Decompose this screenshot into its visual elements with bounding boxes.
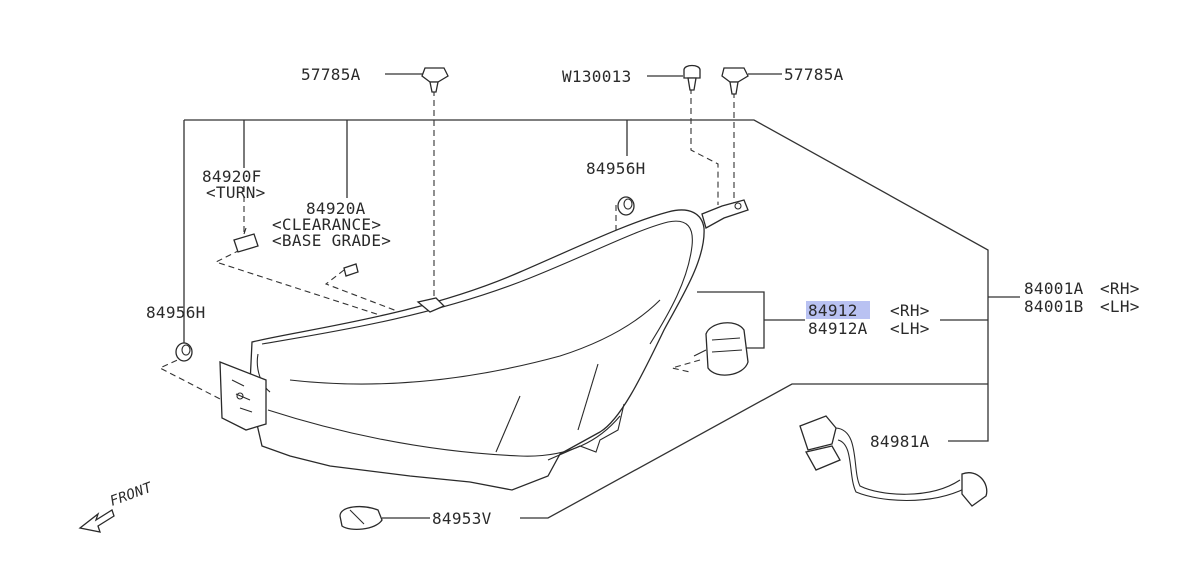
leveling-actuator-84912 (693, 322, 749, 376)
bulb-84920A (343, 263, 359, 277)
label-84956H-left: 84956H (146, 303, 206, 322)
front-arrow-icon (78, 509, 115, 533)
leader-lines (183, 73, 1020, 519)
label-84956H-top: 84956H (586, 159, 646, 178)
clip-W130013 (683, 64, 701, 91)
bulb-84920F (233, 227, 259, 253)
label-84001A-rh: <RH> (1100, 279, 1140, 298)
label-57785A-right: 57785A (784, 65, 844, 84)
label-turn: <TURN> (206, 183, 266, 202)
label-84920F: 84920F (202, 167, 262, 186)
label-84981A[interactable]: 84981A (870, 432, 930, 451)
clip-57785A-right (721, 67, 749, 95)
label-clearance: <CLEARANCE> (272, 215, 381, 234)
label-84001B[interactable]: 84001B (1024, 297, 1084, 316)
label-57785A-left: 57785A (301, 65, 361, 84)
label-84912[interactable]: 84912 (808, 301, 858, 320)
labels: 57785A W130013 57785A 84920F <TURN> 8492… (108, 65, 1140, 528)
grommet-84956H-top (617, 196, 635, 216)
label-front: FRONT (108, 479, 156, 509)
label-base-grade: <BASE GRADE> (272, 231, 391, 250)
label-W130013: W130013 (562, 67, 632, 86)
headlamp-assembly (219, 199, 749, 491)
clip-57785A-left (421, 67, 449, 93)
harness-84981A (799, 415, 988, 507)
grommet-84956H-left (175, 342, 193, 362)
label-84912A-lh: <LH> (890, 319, 930, 338)
label-84920A: 84920A (306, 199, 366, 218)
highlight-84912 (806, 301, 870, 319)
label-84001B-lh: <LH> (1100, 297, 1140, 316)
label-84912-rh: <RH> (890, 301, 930, 320)
label-84953V[interactable]: 84953V (432, 509, 492, 528)
label-84912A[interactable]: 84912A (808, 319, 868, 338)
cap-84953V (339, 505, 383, 531)
label-84001A[interactable]: 84001A (1024, 279, 1084, 298)
